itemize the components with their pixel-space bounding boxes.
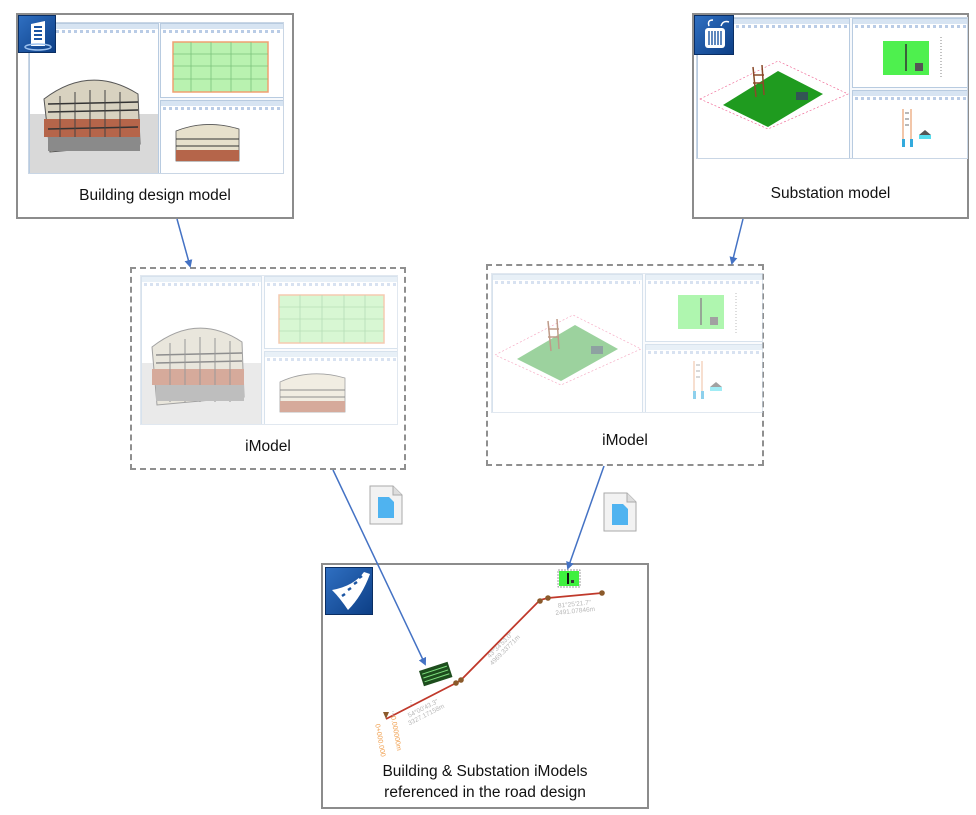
arrow-substation-imodel-to-road (566, 465, 605, 570)
road-alignment-line (385, 592, 603, 720)
substation-imodel-screenshot (491, 273, 763, 413)
building-3d-view (29, 23, 159, 173)
substation-elevation-graphic (902, 109, 931, 147)
document-icon (369, 485, 403, 525)
building-plan-graphic (172, 41, 269, 93)
alignment-vertex (537, 598, 543, 604)
building-imodel-3d-view (141, 276, 262, 424)
building-design-model-node: Building design model (16, 13, 294, 219)
substation-model-label: Substation model (770, 185, 891, 202)
alignment-vertex (453, 680, 459, 686)
building-imodel-plan-view (264, 276, 397, 349)
arrow-substation-to-imodel (729, 218, 744, 265)
substation-app-icon (694, 15, 734, 55)
substation-imodel-elevation-graphic (693, 361, 722, 399)
building-imodel-node: iModel (130, 267, 406, 470)
building-elevation-view (160, 100, 283, 173)
document-icon (603, 492, 637, 532)
building-imodel-elevation-graphic (279, 373, 346, 413)
substation-model-node: Substation model (692, 13, 969, 219)
substation-imodel-plan-view (645, 274, 762, 342)
substation-imodel-label: iModel (602, 432, 648, 449)
building-imodel-label: iModel (245, 438, 291, 455)
road-design-node: 54°00'43.3" 3327.17158m 43°34'53.0" 4969… (321, 563, 649, 809)
road-design-label-line2: referenced in the road design (384, 784, 586, 801)
building-app-icon (18, 15, 56, 53)
substation-imodel-node: iModel (486, 264, 764, 466)
building-reference-footprint (419, 661, 453, 687)
alignment-vertex (545, 595, 551, 601)
building-imodel-elevation-view (264, 351, 397, 424)
substation-imodel-3d-graphic (494, 314, 642, 386)
substation-imodel-plan-graphic (678, 293, 737, 333)
building-model-label: Building design model (79, 187, 231, 204)
substation-plan-graphic (883, 37, 942, 79)
substation-model-screenshot (696, 17, 968, 159)
substation-plan-view (852, 18, 967, 88)
building-elevation-graphic (175, 124, 240, 162)
building-imodel-3d-graphic (151, 327, 245, 406)
substation-elevation-view (852, 90, 967, 158)
substation-imodel-3d-view (492, 274, 643, 412)
building-model-screenshot (28, 22, 284, 174)
building-plan-view (160, 23, 283, 98)
arrow-building-to-imodel (176, 218, 193, 268)
building-imodel-screenshot (140, 275, 398, 425)
alignment-vertex (599, 590, 605, 596)
building-3d-graphic (43, 79, 141, 153)
substation-3d-graphic (699, 60, 849, 130)
building-glyph (24, 21, 52, 51)
alignment-start-marker (383, 712, 389, 719)
road-alignment-canvas (383, 569, 605, 720)
alignment-vertex (458, 677, 464, 683)
building-imodel-plan-graphic (278, 294, 385, 344)
road-design-label-line1: Building & Substation iModels (382, 763, 588, 780)
substation-transformer-icon (705, 19, 730, 48)
substation-imodel-elevation-view (645, 344, 762, 412)
substation-reference-footprint (557, 569, 581, 588)
